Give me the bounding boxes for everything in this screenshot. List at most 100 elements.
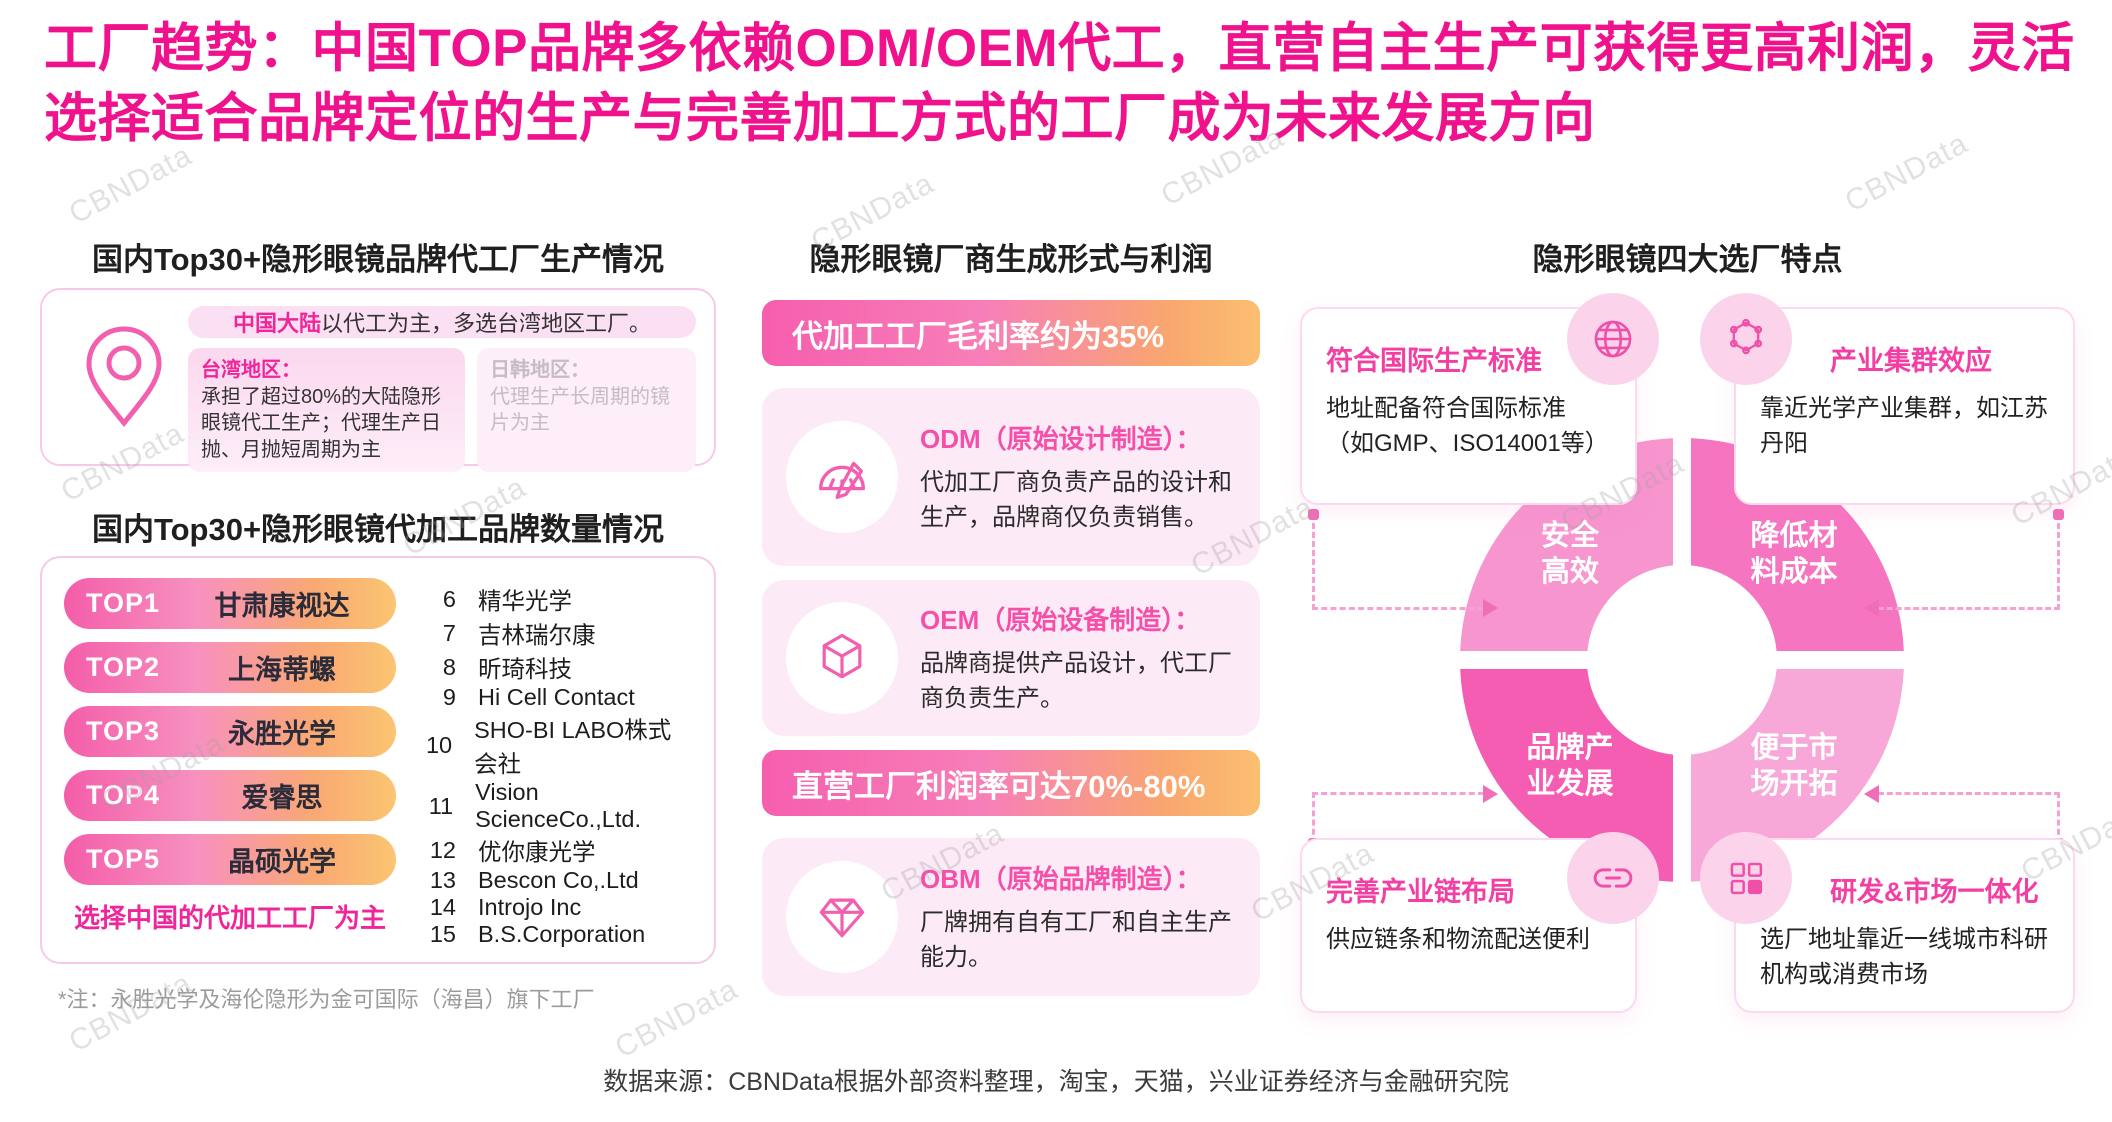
rank-label: TOP2	[86, 652, 161, 682]
footnote: *注：永胜光学及海伦隐形为金可国际（海昌）旗下工厂	[58, 987, 595, 1012]
brand-number: 11	[428, 792, 454, 819]
globe-icon	[1567, 293, 1659, 385]
rank-pill-1: TOP1 甘肃康视达	[64, 578, 396, 629]
brand-number: 15	[429, 921, 456, 947]
left-section2-title: 国内Top30+隐形眼镜代加工品牌数量情况	[91, 512, 665, 547]
brand-name: 昕琦科技	[478, 656, 572, 682]
odm-text: ODM（原始设计制造）： 代加工厂商负责产品的设计和生产，品牌商仅负责销售。	[920, 419, 1236, 534]
top5-ranking: TOP1 甘肃康视达 TOP2 上海蒂螺 TOP3 永胜光学 TOP4 爱睿思 …	[64, 578, 396, 942]
brand-name: SHO-BI LABO株式会社	[474, 717, 672, 777]
brand-name: Hi Cell Contact	[478, 684, 635, 710]
callout-title: 研发&市场一体化	[1830, 877, 2039, 907]
brand-list-item: 14 Introjo Inc	[420, 894, 692, 921]
region-boxes: 台湾地区： 承担了超过80%的大陆隐形眼镜代工生产；代理生产日抛、月抛短周期为主…	[188, 348, 696, 473]
brand-name: Introjo Inc	[478, 894, 582, 920]
quadrant-label-market: 便于市场开拓	[1750, 731, 1838, 800]
donut-hole	[1587, 565, 1777, 755]
left-section1-title: 国内Top30+隐形眼镜品牌代工厂生产情况	[91, 242, 665, 277]
top5-caption: 选择中国的代加工工厂为主	[73, 903, 386, 933]
four-factor-donut: 安全高效 降低材料成本 品牌产业发展 便于市场开拓	[1460, 438, 1904, 882]
oem-margin-banner: 代加工工厂毛利率约为35%	[762, 300, 1260, 366]
japan-korea-box: 日韩地区： 代理生产长周期的镜片为主	[476, 348, 696, 473]
odm-title: ODM（原始设计制造）：	[920, 424, 1202, 455]
brand-name: 永胜光学	[228, 719, 336, 749]
callout-supply-chain: 完善产业链布局 供应链条和物流配送便利	[1300, 832, 1659, 1013]
callout-international-standard: 符合国际生产标准 地址配备符合国际标准（如GMP、ISO14001等）	[1300, 293, 1659, 505]
brand-list-item: 13 Bescon Co,.Ltd	[420, 867, 692, 894]
brand-number: 9	[442, 684, 456, 710]
right-section-title: 隐形眼镜四大选厂特点	[1532, 242, 1843, 277]
brand-list-item: 10 SHO-BI LABO株式会社	[420, 711, 692, 779]
page-title: 工厂趋势：中国TOP品牌多依赖ODM/OEM代工，直营自主生产可获得更高利润，灵…	[44, 19, 2075, 148]
taiwan-title: 台湾地区：	[201, 359, 301, 381]
rank-label: TOP1	[86, 588, 161, 618]
connector-top-right	[1864, 509, 2064, 617]
rank-pill-5: TOP5 晶硕光学	[64, 834, 396, 885]
brand-list-item: 11 Vision ScienceCo.,Ltd.	[420, 779, 692, 833]
rank-pill-2: TOP2 上海蒂螺	[64, 642, 396, 693]
brand-number: 14	[429, 894, 456, 920]
gem-icon	[786, 861, 898, 973]
rank-label: TOP3	[86, 716, 161, 746]
grid-chip-icon	[1700, 832, 1792, 924]
brand-name: 爱睿思	[241, 783, 323, 813]
callout-body: 选厂地址靠近一线城市科研机构或消费市场	[1760, 926, 2048, 988]
hexagon-cluster-icon	[1700, 293, 1792, 385]
mainland-highlight: 中国大陆	[232, 311, 321, 336]
oem-card: OEM（原始设备制造）： 品牌商提供产品设计，代工厂商负责生产。	[762, 580, 1260, 736]
callout-rd-market: 研发&市场一体化 选厂地址靠近一线城市科研机构或消费市场	[1700, 832, 2075, 1013]
brand-name: Vision ScienceCo.,Ltd.	[475, 779, 641, 832]
quadrant-label-cost: 降低材料成本	[1750, 520, 1838, 589]
brand-number: 12	[429, 836, 456, 863]
brand-name: 上海蒂螺	[228, 655, 336, 685]
location-pin-icon	[60, 317, 188, 437]
brand-name: Bescon Co,.Ltd	[478, 867, 639, 893]
odm-body: 代加工厂商负责产品的设计和生产，品牌商仅负责销售。	[920, 469, 1232, 531]
brand-name: 优你康光学	[478, 839, 596, 865]
connector-bottom-left	[1308, 785, 1498, 849]
quadrant-label-safety: 安全高效	[1540, 520, 1599, 589]
taiwan-box: 台湾地区： 承担了超过80%的大陆隐形眼镜代工生产；代理生产日抛、月抛短周期为主	[188, 348, 465, 473]
rank-label: TOP5	[86, 844, 161, 874]
brand-number: 6	[442, 585, 456, 612]
brand-number: 8	[442, 653, 456, 680]
brand-number: 10	[425, 731, 453, 758]
odm-card: ODM（原始设计制造）： 代加工厂商负责产品的设计和生产，品牌商仅负责销售。	[762, 388, 1260, 566]
callout-title: 产业集群效应	[1830, 346, 1992, 376]
brand-name: B.S.Corporation	[478, 921, 646, 947]
obm-title: OBM（原始品牌制造）：	[920, 864, 1202, 895]
callout-title: 完善产业链布局	[1326, 877, 1515, 907]
obm-body: 厂牌拥有自有工厂和自主生产能力。	[920, 909, 1232, 971]
connector-bottom-right	[1864, 785, 2064, 849]
brand-name: 甘肃康视达	[214, 591, 350, 621]
oem-body: 品牌商提供产品设计，代工厂商负责生产。	[920, 650, 1232, 712]
brand-list-item: 9 Hi Cell Contact	[420, 684, 692, 711]
production-info: 中国大陆 以代工为主，多选台湾地区工厂。 台湾地区： 承担了超过80%的大陆隐形…	[188, 306, 696, 473]
brand-list-item: 15 B.S.Corporation	[420, 921, 692, 948]
chain-link-icon	[1567, 832, 1659, 924]
obm-text: OBM（原始品牌制造）： 厂牌拥有自有工厂和自主生产能力。	[920, 859, 1236, 974]
taiwan-body: 承担了超过80%的大陆隐形眼镜代工生产；代理生产日抛、月抛短周期为主	[201, 385, 442, 461]
top-brands-card: TOP1 甘肃康视达 TOP2 上海蒂螺 TOP3 永胜光学 TOP4 爱睿思 …	[40, 556, 716, 964]
mainland-rest: 以代工为主，多选台湾地区工厂。	[321, 311, 652, 336]
oem-text: OEM（原始设备制造）： 品牌商提供产品设计，代工厂商负责生产。	[920, 600, 1236, 715]
japan-korea-body: 代理生产长周期的镜片为主	[489, 385, 670, 435]
callout-body: 靠近光学产业集群，如江苏丹阳	[1760, 395, 2048, 457]
protractor-icon	[786, 421, 898, 533]
brand-list-item: 6 精华光学	[420, 582, 692, 616]
brand-name: 精华光学	[478, 588, 572, 614]
oem-production-card: 中国大陆 以代工为主，多选台湾地区工厂。 台湾地区： 承担了超过80%的大陆隐形…	[40, 288, 716, 473]
obm-card: OBM（原始品牌制造）： 厂牌拥有自有工厂和自主生产能力。	[762, 838, 1260, 996]
brand-list-item: 12 优你康光学	[420, 833, 692, 867]
brand-number: 13	[429, 867, 456, 893]
data-source: 数据来源：CBNData根据外部资料整理，淘宝，天猫，兴业证券经济与金融研究院	[603, 1068, 1509, 1096]
callout-title: 符合国际生产标准	[1326, 346, 1542, 376]
middle-section-title: 隐形眼镜厂商生成形式与利润	[809, 242, 1213, 277]
brand-name: 晶硕光学	[228, 847, 336, 877]
mainland-note: 中国大陆 以代工为主，多选台湾地区工厂。	[188, 306, 696, 338]
brand-list-item: 8 昕琦科技	[420, 650, 692, 684]
brand-name: 吉林瑞尔康	[478, 622, 596, 648]
